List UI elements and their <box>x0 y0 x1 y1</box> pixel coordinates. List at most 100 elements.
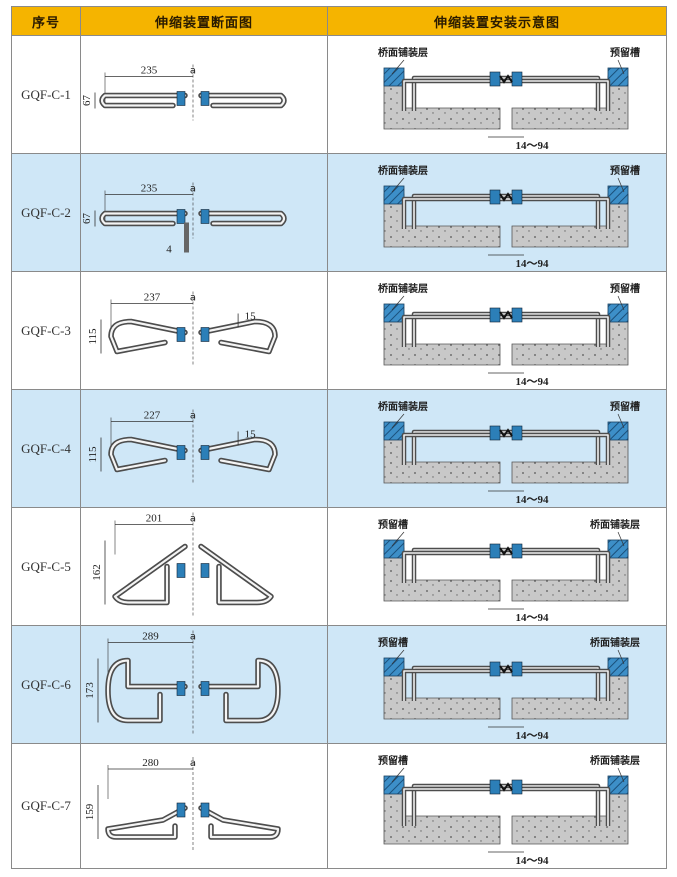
section-height-label: 162 <box>91 564 103 581</box>
install-figure: 桥面铺装层预留槽14～94 <box>378 164 640 270</box>
pavement-layer-r <box>607 657 629 677</box>
rubber-seal-r <box>200 681 210 696</box>
install-drawing: 桥面铺装层预留槽14～94 <box>378 46 640 152</box>
row-id: GQF-C-4 <box>11 389 81 508</box>
row-id: GQF-C-1 <box>11 35 81 154</box>
pavement-layer-r <box>607 539 629 559</box>
rebar-highlight-r <box>506 667 599 701</box>
pavement-layer-l <box>383 657 405 677</box>
rebar-highlight-l <box>403 552 506 583</box>
rubber-seal-l <box>176 563 186 578</box>
rubber-seal-l <box>176 445 186 460</box>
rebar-highlight-r <box>506 785 599 826</box>
section-width-label: 201 <box>146 513 163 525</box>
install-range-label: 14～94 <box>516 494 549 506</box>
rebar-highlight-l <box>403 788 506 826</box>
rubber-seal-r <box>200 209 210 224</box>
install-label-right: 桥面铺装层 <box>590 636 640 649</box>
seal-block-l <box>489 189 501 205</box>
rebar-highlight-l <box>413 549 506 583</box>
rebar-highlight-l <box>413 195 506 229</box>
install-drawing: 预留槽桥面铺装层14～94 <box>378 754 640 867</box>
row-id: GQF-C-5 <box>11 507 81 626</box>
rebar-highlight-l <box>403 434 506 465</box>
rubber-seal-l <box>176 91 186 106</box>
section-plate-label: 4 <box>166 244 172 256</box>
row-id: GQF-C-7 <box>11 743 81 869</box>
pavement-layer-l <box>383 67 405 87</box>
label-leader-left <box>391 59 405 75</box>
steel-bar-highlight-r <box>199 659 280 722</box>
install-range-label: 14～94 <box>516 730 549 742</box>
install-figure: 桥面铺装层预留槽14～94 <box>378 46 640 152</box>
steel-bar-highlight-l <box>106 659 187 722</box>
seal-block-r <box>511 425 523 441</box>
install-label-left: 预留槽 <box>378 636 408 649</box>
rebar-highlight-l <box>403 198 506 229</box>
install-label-right: 桥面铺装层 <box>590 754 640 767</box>
install-drawing: 桥面铺装层预留槽14～94 <box>378 400 640 506</box>
pavement-layer-l <box>383 303 405 323</box>
pavement-layer-l <box>383 185 405 205</box>
install-drawing: 桥面铺装层预留槽14～94 <box>378 282 640 388</box>
section-width-label: 227 <box>144 410 161 422</box>
install-label-left: 预留槽 <box>378 518 408 531</box>
section-width-label: 289 <box>142 631 159 643</box>
install-figure: 桥面铺装层预留槽14～94 <box>378 400 640 506</box>
rubber-seal-r <box>200 563 210 578</box>
install-label-left: 桥面铺装层 <box>378 164 428 177</box>
label-leader-left <box>391 413 405 429</box>
rebar-highlight-r <box>506 552 609 583</box>
install-range-label: 14～94 <box>516 855 549 867</box>
steel-bar-highlight-l <box>113 545 187 604</box>
install-drawing: 桥面铺装层预留槽14～94 <box>378 164 640 270</box>
section-offset-label: 15 <box>245 311 257 323</box>
label-leader-right <box>617 413 625 429</box>
label-leader-left <box>391 531 405 547</box>
steel-bar-highlight-r <box>199 94 286 107</box>
rebar-highlight-l <box>403 80 506 111</box>
install-range-label: 14～94 <box>516 140 549 152</box>
rubber-seal-l <box>176 209 186 224</box>
rebar-highlight-l <box>413 313 506 347</box>
section-height-label: 115 <box>87 446 99 463</box>
section-height-label: 173 <box>84 682 96 699</box>
label-leader-right <box>617 295 625 311</box>
install-figure: 预留槽桥面铺装层14～94 <box>378 518 640 624</box>
seal-block-l <box>489 661 501 677</box>
steel-bar-l <box>99 210 188 227</box>
rubber-strip <box>499 546 513 556</box>
pavement-layer-l <box>383 421 405 441</box>
rubber-strip <box>499 192 513 202</box>
steel-bar-highlight-r <box>199 545 273 604</box>
label-leader-right <box>617 177 625 193</box>
rebar-highlight-r <box>506 434 609 465</box>
label-leader-right <box>617 767 625 783</box>
rebar-highlight-l <box>413 785 506 826</box>
rubber-seal-r <box>200 802 210 818</box>
rebar-highlight-l <box>413 431 506 465</box>
label-leader-left <box>391 295 405 311</box>
rebar-highlight-r <box>506 198 609 229</box>
rubber-seal-l <box>176 802 186 818</box>
install-label-right: 预留槽 <box>610 46 640 59</box>
